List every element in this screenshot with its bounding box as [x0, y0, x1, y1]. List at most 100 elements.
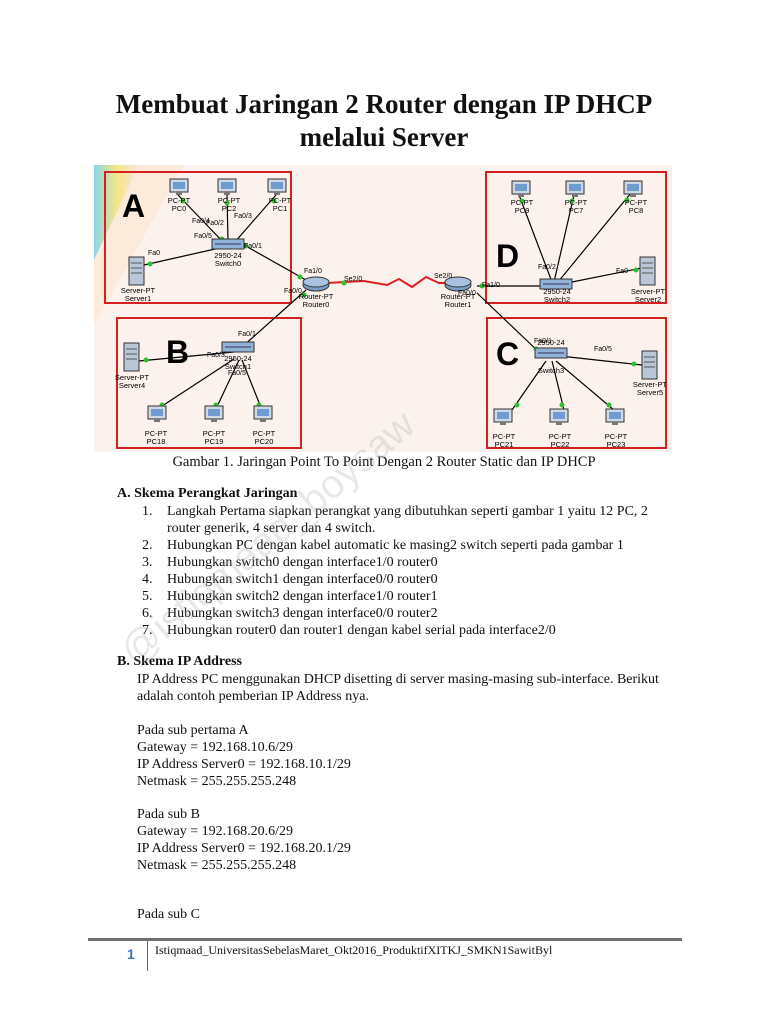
list-text: Hubungkan switch3 dengan interface0/0 ro… — [167, 606, 438, 621]
list-number: 3. — [142, 555, 153, 570]
sub-a-heading: Pada sub pertama A — [137, 723, 249, 738]
title-line-1: Membuat Jaringan 2 Router dengan IP DHCP — [115, 89, 653, 119]
list-text: Hubungkan router0 dan router1 dengan kab… — [167, 623, 556, 638]
list-text: Langkah Pertama siapkan perangkat yang d… — [167, 504, 648, 536]
server1-type: Server-PT — [121, 286, 156, 295]
pc-icon — [217, 178, 237, 195]
list-number: 7. — [142, 623, 153, 638]
pc-icon — [549, 408, 569, 425]
port-label: Fa1/0 — [304, 268, 322, 275]
switch0-name: Switch0 — [215, 259, 241, 268]
port-label: Fa0 — [616, 268, 628, 275]
pc22-name: PC22 — [551, 440, 570, 449]
list-item: 7. Hubungkan router0 dan router1 dengan k… — [142, 622, 682, 639]
switch-icon — [221, 341, 255, 353]
switch1-name: Switch1 — [225, 362, 251, 371]
server2-type: Server-PT — [631, 287, 666, 296]
list-number: 5. — [142, 589, 153, 604]
port-label: Fa1/0 — [482, 282, 500, 289]
list-item: 2.Hubungkan PC dengan kabel automatic ke… — [142, 537, 682, 554]
pc7-name: PC7 — [569, 206, 584, 215]
server4-type: Server-PT — [115, 373, 150, 382]
pc9-name: PC9 — [515, 206, 530, 215]
zone-d-box — [485, 171, 667, 304]
figure-caption: Gambar 1. Jaringan Point To Point Dengan… — [172, 454, 596, 470]
sub-a-gateway: Gateway = 192.168.10.6/29 — [137, 740, 294, 755]
pc-icon — [253, 405, 273, 422]
switch-icon — [534, 347, 568, 359]
zone-c-label: C — [496, 336, 519, 372]
port-label: Fa0/2 — [206, 220, 224, 227]
switch1-type: 2950-24 — [224, 354, 252, 363]
zone-a-box — [104, 171, 292, 304]
network-topology-figure: A B C D — [94, 165, 672, 452]
switch2-type: 2950-24 — [543, 287, 571, 296]
router1-type: Router-PT — [441, 292, 476, 301]
sub-a-block: Pada sub pertama A Gateway = 192.168.10.… — [137, 722, 351, 790]
pc7-type: PC-PT — [565, 198, 588, 207]
port-label: Fa0/4 — [192, 218, 210, 225]
port-label: Fa0/0 — [284, 288, 302, 295]
title-line-2: melalui Server — [299, 122, 469, 152]
pc8-name: PC8 — [629, 206, 644, 215]
pc8-type: PC-PT — [625, 198, 648, 207]
switch3-name: Switch3 — [538, 366, 564, 375]
sub-b-gateway: Gateway = 192.168.20.6/29 — [137, 824, 294, 839]
footer-divider — [88, 938, 682, 941]
server5-type: Server-PT — [633, 380, 668, 389]
list-text: Hubungkan PC dengan kabel automatic ke m… — [167, 538, 624, 553]
sub-c-block: Pada sub C — [137, 906, 200, 923]
zone-d-label: D — [496, 238, 519, 274]
section-a-heading: A. Skema Perangkat Jaringan — [117, 486, 298, 501]
pc-icon — [147, 405, 167, 422]
port-label: Fa0/5 — [594, 346, 612, 353]
server1-name: Server1 — [125, 294, 151, 303]
port-label: Fa0/5 — [228, 370, 246, 377]
pc-icon — [169, 178, 189, 195]
sub-a-server-ip: IP Address Server0 = 192.168.10.1/29 — [137, 757, 351, 772]
section-a-list: 1.Langkah Pertama siapkan perangkat yang… — [142, 503, 682, 639]
switch-icon — [539, 278, 573, 290]
pc19-name: PC19 — [205, 437, 224, 446]
router-icon — [302, 276, 330, 292]
zone-b-box — [116, 317, 302, 449]
port-label: Fa0/3 — [234, 213, 252, 220]
router-icons — [302, 276, 472, 292]
list-text: Hubungkan switch2 dengan interface1/0 ro… — [167, 589, 438, 604]
list-item: 3. Hubungkan switch0 dengan interface1/0 … — [142, 554, 682, 571]
sub-b-server-ip: IP Address Server0 = 192.168.20.1/29 — [137, 841, 351, 856]
zone-b-label: B — [166, 334, 189, 370]
pc-icon — [267, 178, 287, 195]
router1-name: Router1 — [445, 300, 472, 309]
pc19-type: PC-PT — [203, 429, 226, 438]
server-icon — [128, 256, 145, 286]
switch2-name: Switch2 — [544, 295, 570, 304]
pc0-type: PC-PT — [168, 196, 191, 205]
port-label: Fa0 — [148, 250, 160, 257]
pc2-name: PC2 — [222, 204, 237, 213]
router0-name: Router0 — [303, 300, 330, 309]
server-icon — [639, 256, 656, 286]
list-item: 4.Hubungkan switch1 dengan interface0/0 … — [142, 571, 682, 588]
page-number: 1 — [127, 946, 135, 962]
list-number: 4. — [142, 572, 153, 587]
footer-separator — [147, 941, 148, 971]
list-number: 6. — [142, 606, 153, 621]
zone-c-box — [486, 317, 667, 449]
pc9-type: PC-PT — [511, 198, 534, 207]
pc-icon — [511, 180, 531, 197]
pc2-type: PC-PT — [218, 196, 241, 205]
pc0-name: PC0 — [172, 204, 187, 213]
server4-name: Server4 — [119, 381, 145, 390]
pc21-name: PC21 — [495, 440, 514, 449]
switch-icon — [211, 238, 245, 250]
footer-text: Istiqmaad_UniversitasSebelasMaret_Okt201… — [155, 943, 553, 957]
port-label: Fa0/1 — [534, 338, 552, 345]
pc-icon — [204, 405, 224, 422]
topology-svg: A B C D — [94, 165, 672, 452]
list-item: 1.Langkah Pertama siapkan perangkat yang… — [142, 503, 682, 537]
list-text: Hubungkan switch0 dengan interface1/0 ro… — [167, 555, 438, 570]
section-b-heading: B. Skema IP Address — [117, 654, 242, 669]
port-label: Fa0/1 — [244, 243, 262, 250]
port-label: Se2/0 — [434, 273, 452, 280]
